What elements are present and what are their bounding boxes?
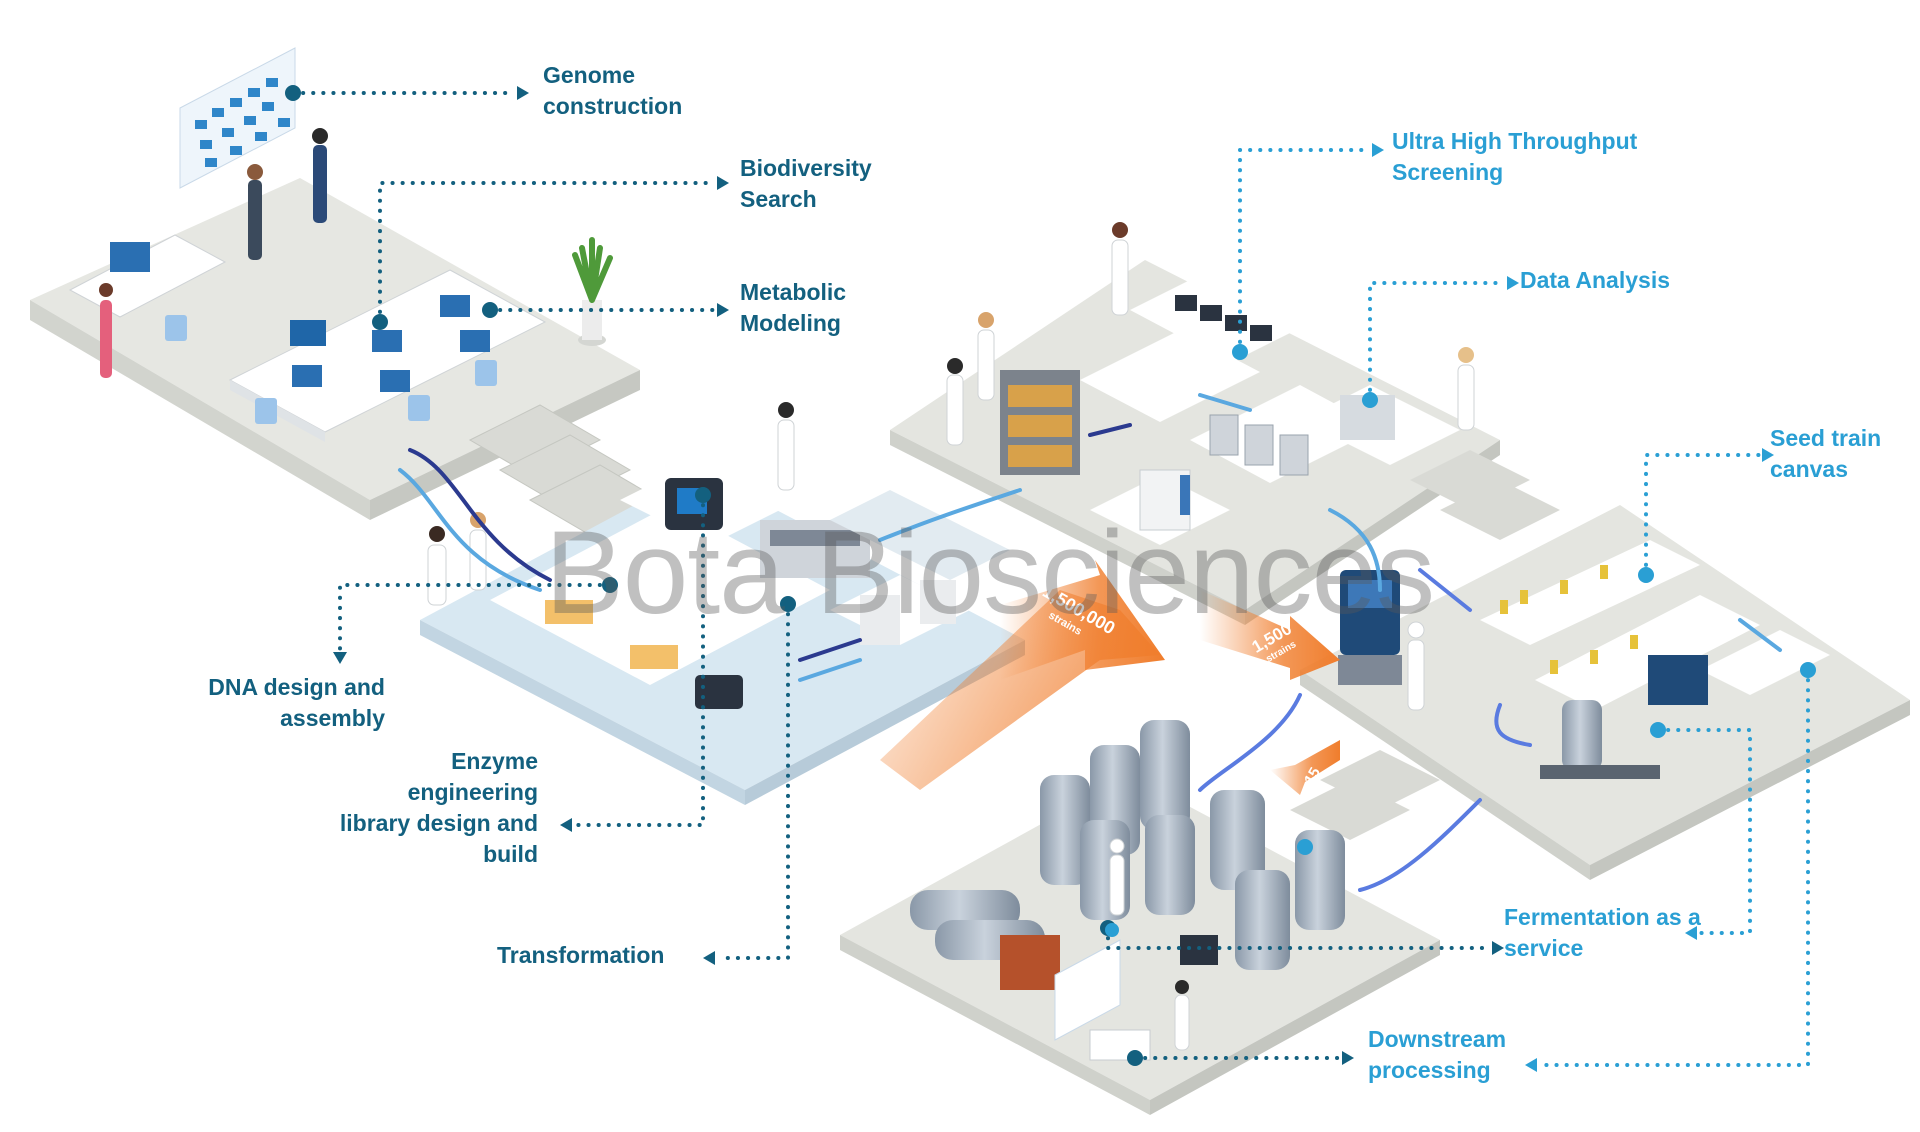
label-transformation-line-1: Transformation <box>497 942 665 968</box>
strain-flow-arrows <box>880 560 1340 795</box>
label-data-analysis: Data Analysis <box>1520 265 1670 296</box>
label-enzyme-engineering-line-3: library design and <box>339 810 538 836</box>
label-enzyme-engineering-line-2: engineering <box>407 779 538 805</box>
label-fermentation-line-2: service <box>1504 935 1584 961</box>
genome-board <box>179 47 296 189</box>
label-data-analysis-line-1: Data Analysis <box>1520 267 1670 293</box>
label-downstream-line-1: Downstream <box>1368 1026 1507 1052</box>
label-metabolic-modeling: Metabolic Modeling <box>740 277 846 339</box>
label-seed-train: Seed train canvas <box>1770 423 1881 485</box>
label-metabolic-modeling-line-1: Metabolic <box>740 279 847 305</box>
label-dna-design: DNA design and assembly <box>175 672 385 734</box>
label-enzyme-engineering-line-1: Enzyme <box>451 748 538 774</box>
label-genome-construction-line-1: Genome <box>543 62 636 88</box>
label-dna-design-line-2: assembly <box>280 705 385 731</box>
strain-count-15: 15 <box>1301 765 1324 788</box>
label-enzyme-engineering: Enzyme engineering library design and bu… <box>290 746 538 870</box>
watermark: Bota Biosciences <box>545 507 1435 639</box>
connector-arrowheads <box>333 86 1774 1072</box>
process-flow-lines <box>398 393 1782 892</box>
label-uhts-line-2: Screening <box>1392 159 1504 185</box>
strain-count-15-value: 15 <box>1301 765 1324 788</box>
fermentation-platform <box>840 720 1440 1115</box>
dna-lab-platform <box>420 402 1025 805</box>
stairs-office <box>468 404 662 536</box>
label-dna-design-line-1: DNA design and <box>208 674 385 700</box>
dotted-connectors <box>291 91 1810 1067</box>
label-biodiversity-search-line-1: Biodiversity <box>740 155 872 181</box>
label-biodiversity-search-line-2: Search <box>740 186 817 212</box>
plant <box>572 237 613 346</box>
label-uhts: Ultra High Throughput Screening <box>1392 126 1637 188</box>
label-downstream-line-2: processing <box>1368 1057 1491 1083</box>
label-biodiversity-search: Biodiversity Search <box>740 153 872 215</box>
label-fermentation: Fermentation as a service <box>1504 902 1701 964</box>
label-genome-construction-line-2: construction <box>543 93 683 119</box>
design-office-platform <box>30 47 662 536</box>
label-transformation: Transformation <box>497 940 664 971</box>
label-enzyme-engineering-line-4: build <box>483 841 538 867</box>
label-seed-train-line-1: Seed train <box>1770 425 1882 451</box>
label-downstream: Downstream processing <box>1368 1024 1506 1086</box>
label-seed-train-line-2: canvas <box>1770 456 1849 482</box>
connector-dots <box>285 85 1816 1066</box>
label-metabolic-modeling-line-2: Modeling <box>740 310 841 336</box>
label-genome-construction: Genome construction <box>543 60 682 122</box>
label-uhts-line-1: Ultra High Throughput <box>1392 128 1638 154</box>
fermentation-tanks <box>910 720 1345 970</box>
label-fermentation-line-1: Fermentation as a <box>1504 904 1701 930</box>
